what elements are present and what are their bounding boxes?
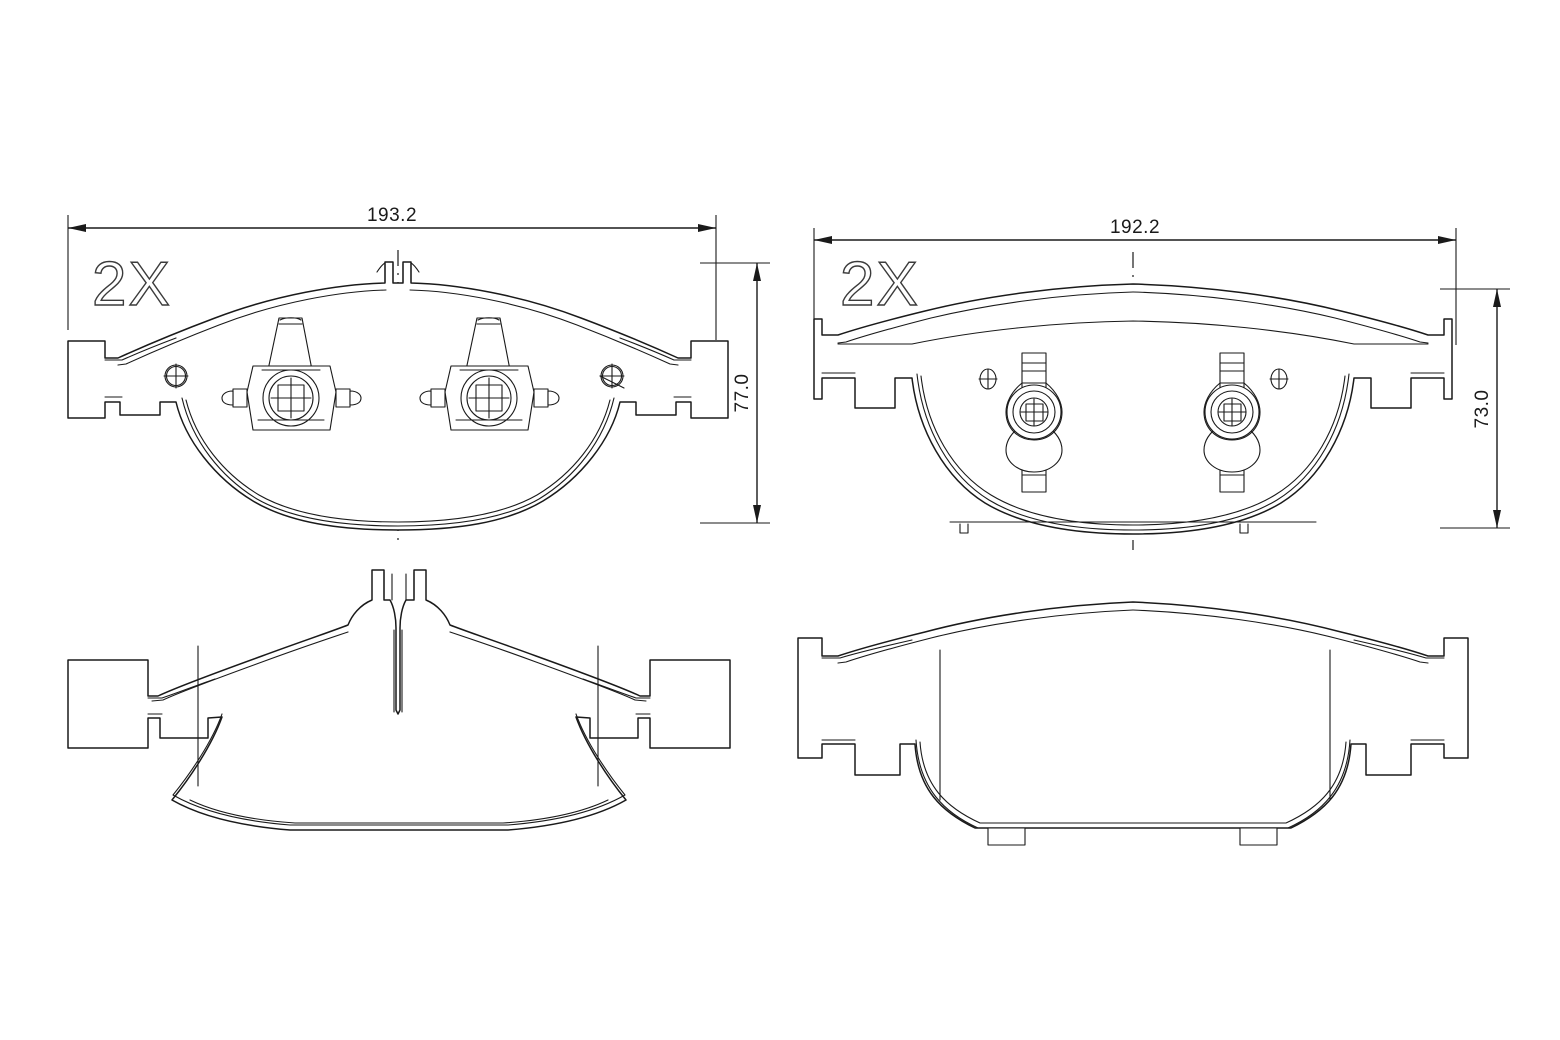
view-lower-right: [797, 601, 1469, 846]
wear-sensor-clip-right: [419, 317, 560, 431]
wear-sensor-clip-left: [221, 317, 362, 431]
rivet-hole-left: [163, 363, 189, 389]
rivet-hole-right-view-right: [1269, 368, 1289, 390]
rivet-hole-right-view-left: [978, 368, 998, 390]
pad-body-upper-right: [813, 283, 1453, 535]
dimension-upper-left-width: 193.2: [67, 205, 717, 340]
dimension-upper-right-width: 192.2: [813, 217, 1457, 345]
quantity-label-right: 2X: [840, 250, 920, 319]
spring-clip-left: [1005, 352, 1063, 493]
dimension-upper-left-height: 77.0: [700, 262, 770, 524]
dimension-upper-right-height: 73.0: [1440, 288, 1510, 529]
dimension-label-193-2: 193.2: [367, 205, 417, 226]
pad-body-upper-left: [67, 261, 729, 531]
spring-clip-right: [1203, 352, 1261, 493]
view-upper-left: 193.2 77.0 2X: [67, 205, 770, 540]
dimension-label-77-0: 77.0: [732, 374, 753, 413]
view-lower-left: [67, 569, 731, 831]
quantity-label-left: 2X: [92, 250, 172, 319]
dimension-label-73-0: 73.0: [1472, 390, 1493, 429]
rivet-hole-right: [599, 363, 625, 389]
view-upper-right: 192.2 73.0 2X: [813, 217, 1510, 550]
dimension-label-192-2: 192.2: [1110, 217, 1160, 238]
